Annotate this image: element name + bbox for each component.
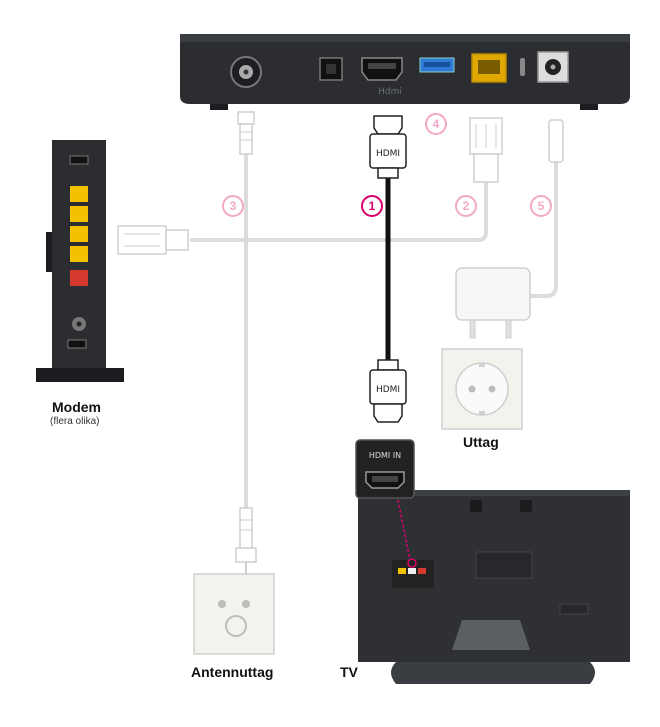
tv-label: TV	[340, 664, 358, 680]
network-cable	[117, 117, 503, 255]
hdmi-cable: HDMI HDMI	[369, 115, 407, 423]
hdmi-in-callout: HDMI IN	[355, 439, 415, 499]
wall-outlet	[441, 348, 523, 430]
step-1-marker: 1	[361, 195, 383, 217]
power-adapter	[455, 267, 531, 339]
step-3-marker: 3	[222, 195, 244, 217]
modem-label: Modem	[52, 399, 101, 415]
hdmi-plug-label-bottom: HDMI	[376, 385, 400, 395]
hdmi-in-label: HDMI IN	[369, 451, 401, 460]
modem	[36, 140, 124, 382]
tv	[358, 490, 630, 684]
modem-sublabel: (flera olika)	[50, 416, 100, 427]
stb-hdmi-port-label: Hdmi	[378, 87, 402, 97]
step-4-marker: 4	[425, 113, 447, 135]
antenna-label: Antennuttag	[191, 664, 274, 680]
outlet-label: Uttag	[463, 434, 499, 450]
antenna-socket	[193, 573, 275, 655]
hdmi-plug-label-top: HDMI	[376, 149, 400, 159]
step-5-marker: 5	[530, 195, 552, 217]
power-cable	[530, 119, 564, 298]
antenna-cable	[235, 111, 257, 578]
set-top-box: Hdmi	[180, 34, 630, 110]
step-2-marker: 2	[455, 195, 477, 217]
